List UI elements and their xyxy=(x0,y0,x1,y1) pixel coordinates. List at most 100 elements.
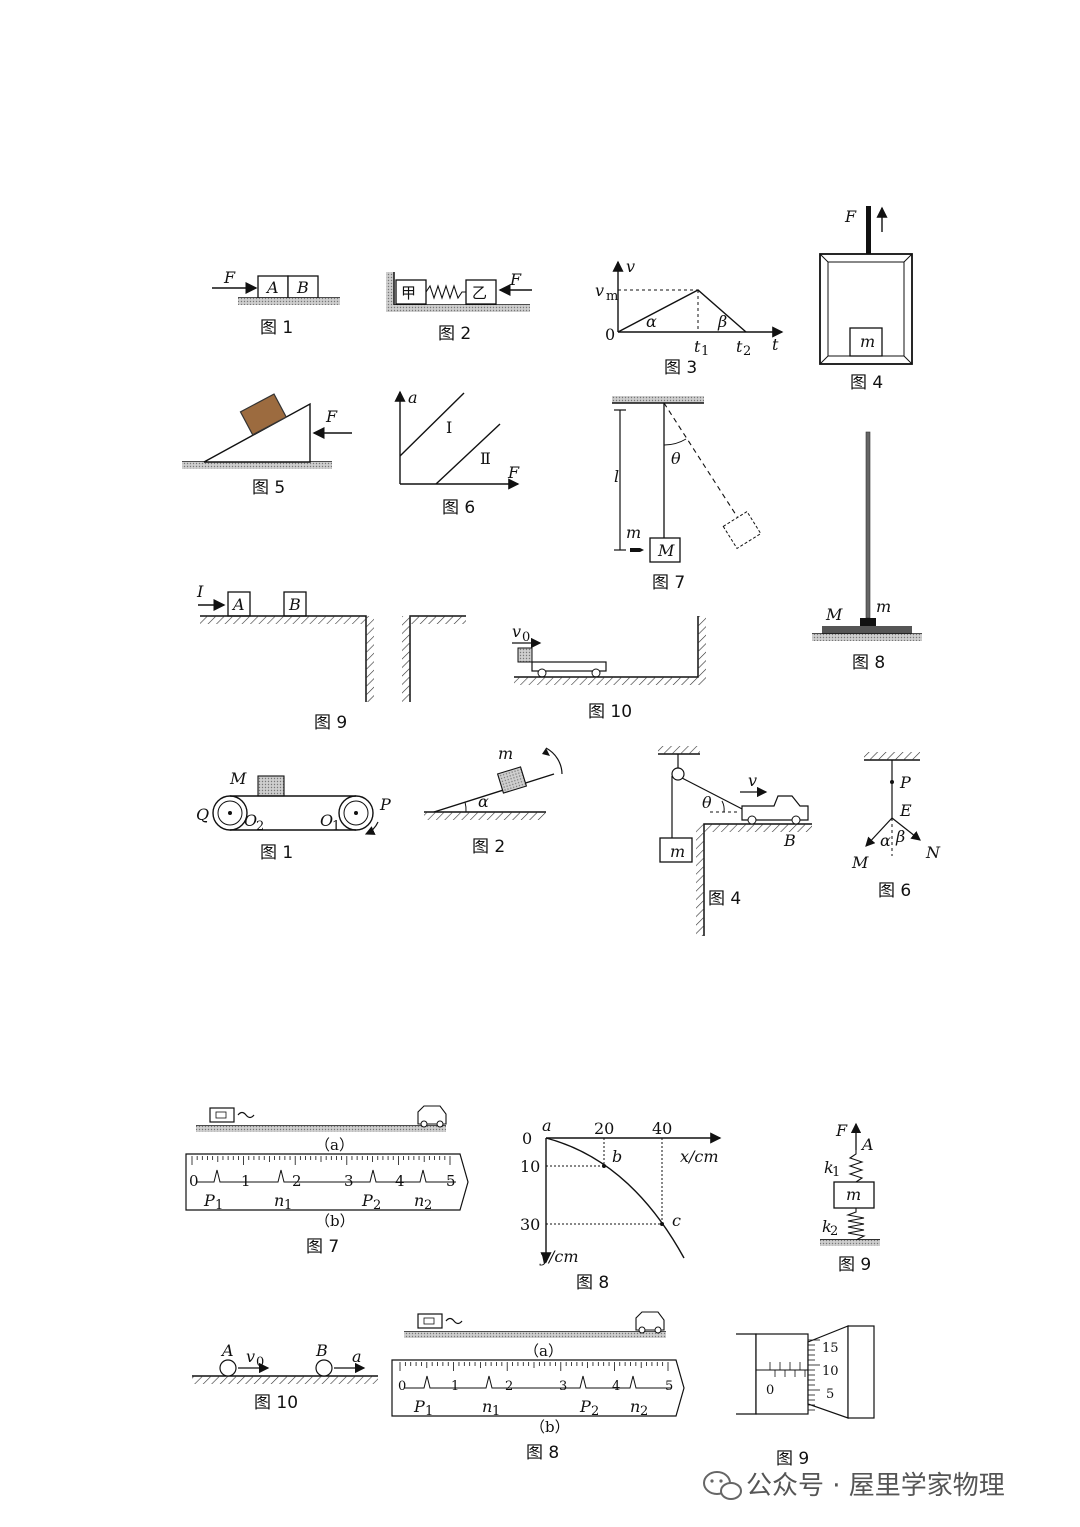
label-P1-sub: 1 xyxy=(215,1198,223,1213)
graph-y-tick: 0 xyxy=(522,1129,532,1148)
label-M: M xyxy=(825,605,843,624)
angle-theta: θ xyxy=(702,793,712,812)
fig2-incline-rotating: α m 图 2 xyxy=(424,744,563,857)
label-P2: P xyxy=(361,1191,373,1210)
ruler-tick-label: 5 xyxy=(446,1172,456,1190)
label-l: l xyxy=(614,467,619,486)
fig4-box-with-mass: F m 图 4 xyxy=(819,206,913,393)
fig9-micrometer: 0 15 10 5 图 9 xyxy=(736,1325,875,1469)
caption-fig9-top: 图 9 xyxy=(314,713,347,733)
label-m: m xyxy=(498,744,513,763)
subcaption-a: （a） xyxy=(315,1136,354,1154)
label-P1: P xyxy=(413,1397,425,1416)
point-a: a xyxy=(542,1116,552,1135)
label-P2: P xyxy=(579,1397,591,1416)
label-v: v xyxy=(748,771,757,790)
label-vm-sub: m xyxy=(606,289,618,304)
caption-fig8-third: 图 8 xyxy=(576,1273,609,1293)
label-jia: 甲 xyxy=(401,284,416,302)
ruler-tick-label: 4 xyxy=(612,1379,620,1394)
label-A: A xyxy=(231,595,245,614)
label-F: F xyxy=(835,1121,848,1140)
axis-x-cm: x/cm xyxy=(680,1147,719,1166)
label-B: B xyxy=(288,595,301,614)
caption-fig6-second: 图 6 xyxy=(878,881,911,901)
caption-fig4-second: 图 4 xyxy=(708,889,741,909)
label-P: P xyxy=(899,773,911,792)
watermark-text: 公众号 · 屋里学家物理 xyxy=(746,1471,1005,1501)
label-M: M xyxy=(229,769,247,788)
fig9-blocks-and-pit: I A B 图 9 xyxy=(196,582,466,733)
subcaption-b: （b） xyxy=(315,1212,355,1230)
caption-fig7: 图 7 xyxy=(652,573,685,593)
caption-fig3-top: 图 3 xyxy=(664,358,697,378)
fig8-rod-and-base: M m 图 8 xyxy=(812,431,922,673)
axis-t: t xyxy=(772,335,779,354)
ruler-tick-marks xyxy=(191,1156,451,1165)
fig10-two-balls: A v 0 B a 图 10 xyxy=(192,1341,378,1413)
label-k2-sub: 2 xyxy=(830,1224,838,1239)
label-M: M xyxy=(851,853,869,872)
label-F: F xyxy=(223,268,236,287)
ruler-tick-label: 2 xyxy=(505,1379,513,1394)
label-v0: v xyxy=(512,622,521,641)
label-v0-sub: 0 xyxy=(256,1355,264,1370)
ruler-tick-label: 4 xyxy=(395,1172,405,1190)
label-P1: P xyxy=(203,1191,215,1210)
subcaption-b: （b） xyxy=(530,1418,570,1436)
axis-a: a xyxy=(408,388,418,407)
label-P1-sub: 1 xyxy=(425,1404,433,1419)
angle-alpha: α xyxy=(478,792,489,811)
micrometer-sleeve-ticks xyxy=(769,1362,806,1377)
tick-t2-sub: 2 xyxy=(743,344,751,359)
fig1-conveyor-belt: M Q P O 2 O 1 图 1 xyxy=(196,769,391,863)
label-B: B xyxy=(315,1341,328,1360)
fig7-ballistic-pendulum: θ l M m 图 7 xyxy=(612,396,762,593)
label-n2-sub: 2 xyxy=(424,1198,432,1213)
watermark: 公众号 · 屋里学家物理 xyxy=(703,1471,1005,1501)
caption-fig7-third: 图 7 xyxy=(306,1237,339,1257)
label-A: A xyxy=(220,1341,234,1360)
angle-beta: β xyxy=(717,312,727,331)
label-yi: 乙 xyxy=(472,284,487,302)
tick-t1-sub: 1 xyxy=(701,344,709,359)
fig8-projectile-graph: a 0 20 40 x/cm 10 30 y/cm b c 图 8 xyxy=(520,1116,722,1293)
ruler-tick-label: 3 xyxy=(344,1172,354,1190)
graph-y-tick: 10 xyxy=(520,1157,540,1176)
ruler-tick-label: 1 xyxy=(241,1172,251,1190)
tick-t2: t xyxy=(736,337,743,356)
label-k1: k xyxy=(824,1158,834,1177)
micrometer-thimble-ticks xyxy=(808,1339,820,1411)
caption-fig1-second: 图 1 xyxy=(260,843,293,863)
fig4-truck-pulley: θ m v B 图 4 xyxy=(658,746,812,936)
label-F: F xyxy=(844,207,857,226)
axis-v: v xyxy=(626,257,635,276)
point-b: b xyxy=(612,1147,622,1166)
fig5-block-on-wedge: F 图 5 xyxy=(182,393,352,498)
axis-F: F xyxy=(507,463,520,482)
label-O1-sub: 1 xyxy=(332,819,340,834)
origin-0: 0 xyxy=(605,325,615,344)
axis-y-cm: y/cm xyxy=(539,1247,579,1266)
caption-fig10-top: 图 10 xyxy=(588,702,632,722)
thimble-tick-label: 10 xyxy=(822,1364,839,1379)
label-A: A xyxy=(265,278,279,297)
caption-fig8-fourth: 图 8 xyxy=(526,1443,559,1463)
graph-x-tick: 20 xyxy=(594,1119,614,1138)
label-n1: n xyxy=(482,1397,492,1416)
label-F: F xyxy=(325,407,338,426)
caption-fig4-top: 图 4 xyxy=(850,373,883,393)
label-m: m xyxy=(670,842,685,861)
fig2-spring-blocks: 甲 乙 F 图 2 xyxy=(386,270,532,344)
fig6-string-junction: P E α β M N 图 6 xyxy=(851,752,941,901)
label-m: m xyxy=(876,597,891,616)
label-P2-sub: 2 xyxy=(373,1198,381,1213)
thimble-tick-label: 5 xyxy=(826,1387,834,1402)
fig6-acceleration-force-graph: a F Ⅰ Ⅱ 图 6 xyxy=(394,388,520,518)
label-P2-sub: 2 xyxy=(591,1404,599,1419)
tick-t1: t xyxy=(694,337,701,356)
label-n2: n xyxy=(630,1397,640,1416)
label-N: N xyxy=(925,843,941,862)
label-M: M xyxy=(657,541,675,560)
